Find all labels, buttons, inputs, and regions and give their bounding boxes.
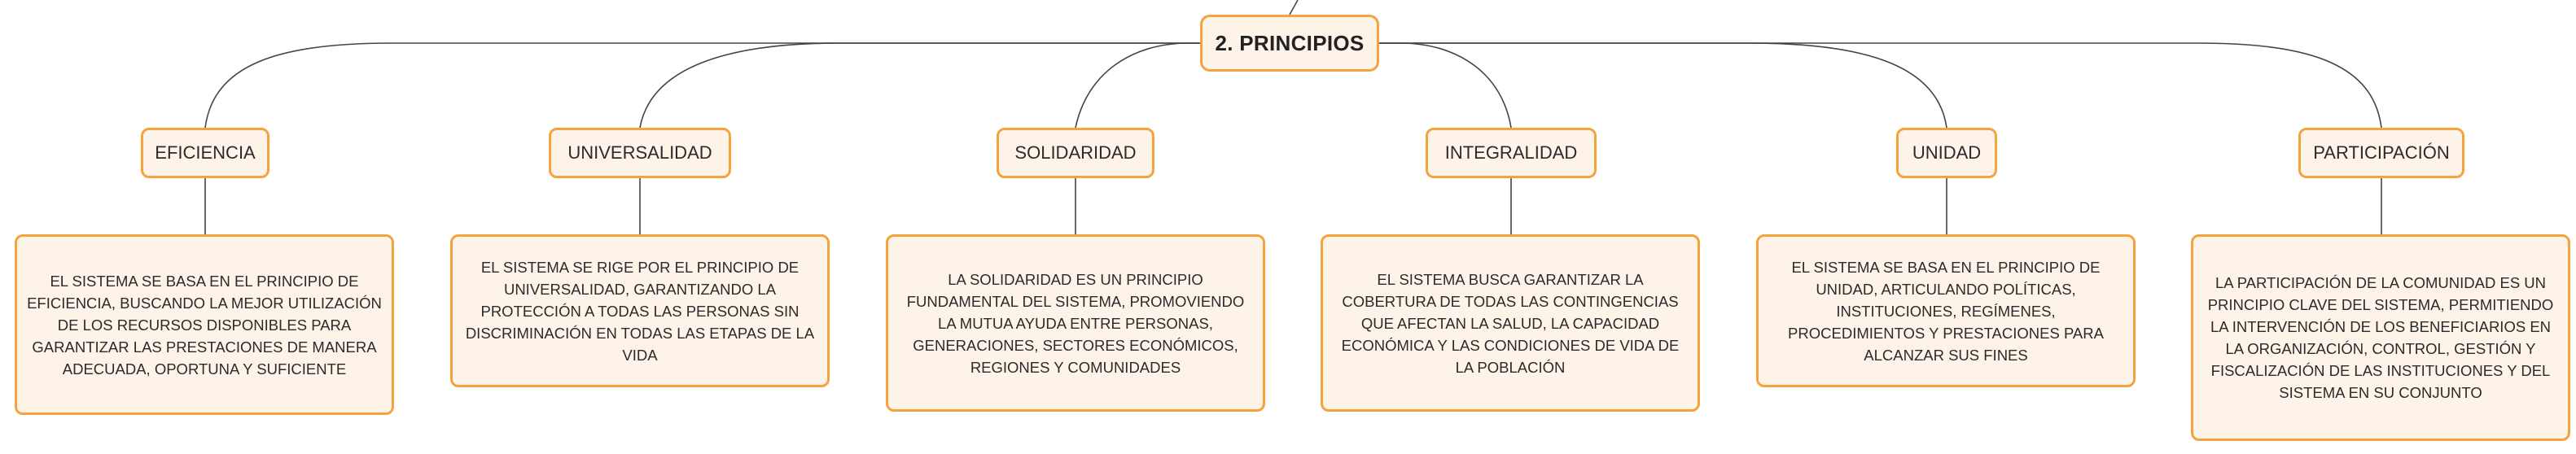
node-label: UNIVERSALIDAD xyxy=(567,142,712,163)
description-universalidad[interactable]: EL SISTEMA SE RIGE POR EL PRINCIPIO DE U… xyxy=(450,234,830,387)
description-unidad[interactable]: EL SISTEMA SE BASA EN EL PRINCIPIO DE UN… xyxy=(1756,234,2136,387)
node-integralidad[interactable]: INTEGRALIDAD xyxy=(1426,128,1597,178)
parent-connector xyxy=(1289,0,1299,15)
connector-eficiencia xyxy=(204,42,1200,129)
description-solidaridad[interactable]: LA SOLIDARIDAD ES UN PRINCIPIO FUNDAMENT… xyxy=(886,234,1265,412)
node-label: EFICIENCIA xyxy=(155,142,256,163)
connector-unidad xyxy=(1379,42,1947,129)
node-eficiencia[interactable]: EFICIENCIA xyxy=(141,128,269,178)
connector-participacion xyxy=(1379,42,2382,129)
root-label: 2. PRINCIPIOS xyxy=(1215,30,1365,55)
node-label: PARTICIPACIÓN xyxy=(2313,142,2450,163)
node-universalidad[interactable]: UNIVERSALIDAD xyxy=(549,128,731,178)
description-text: EL SISTEMA BUSCA GARANTIZAR LA COBERTURA… xyxy=(1341,270,1680,376)
node-solidaridad[interactable]: SOLIDARIDAD xyxy=(997,128,1154,178)
root-node[interactable]: 2. PRINCIPIOS xyxy=(1200,15,1379,72)
description-integralidad[interactable]: EL SISTEMA BUSCA GARANTIZAR LA COBERTURA… xyxy=(1321,234,1700,412)
node-label: INTEGRALIDAD xyxy=(1444,142,1578,163)
connector-integralidad xyxy=(1379,42,1512,129)
node-unidad[interactable]: UNIDAD xyxy=(1896,128,1997,178)
description-text: EL SISTEMA SE RIGE POR EL PRINCIPIO DE U… xyxy=(465,258,815,364)
description-text: EL SISTEMA SE BASA EN EL PRINCIPIO DE EF… xyxy=(27,272,382,378)
description-text: LA PARTICIPACIÓN DE LA COMUNIDAD ES UN P… xyxy=(2207,274,2554,401)
connector-solidaridad xyxy=(1075,42,1200,129)
connector-universalidad xyxy=(639,42,1200,129)
node-label: SOLIDARIDAD xyxy=(1014,142,1137,163)
description-participacion[interactable]: LA PARTICIPACIÓN DE LA COMUNIDAD ES UN P… xyxy=(2191,234,2570,441)
node-participacion[interactable]: PARTICIPACIÓN xyxy=(2298,128,2464,178)
description-text: LA SOLIDARIDAD ES UN PRINCIPIO FUNDAMENT… xyxy=(906,270,1245,376)
description-text: EL SISTEMA SE BASA EN EL PRINCIPIO DE UN… xyxy=(1788,258,2104,364)
description-eficiencia[interactable]: EL SISTEMA SE BASA EN EL PRINCIPIO DE EF… xyxy=(15,234,394,415)
node-label: UNIDAD xyxy=(1912,142,1982,163)
